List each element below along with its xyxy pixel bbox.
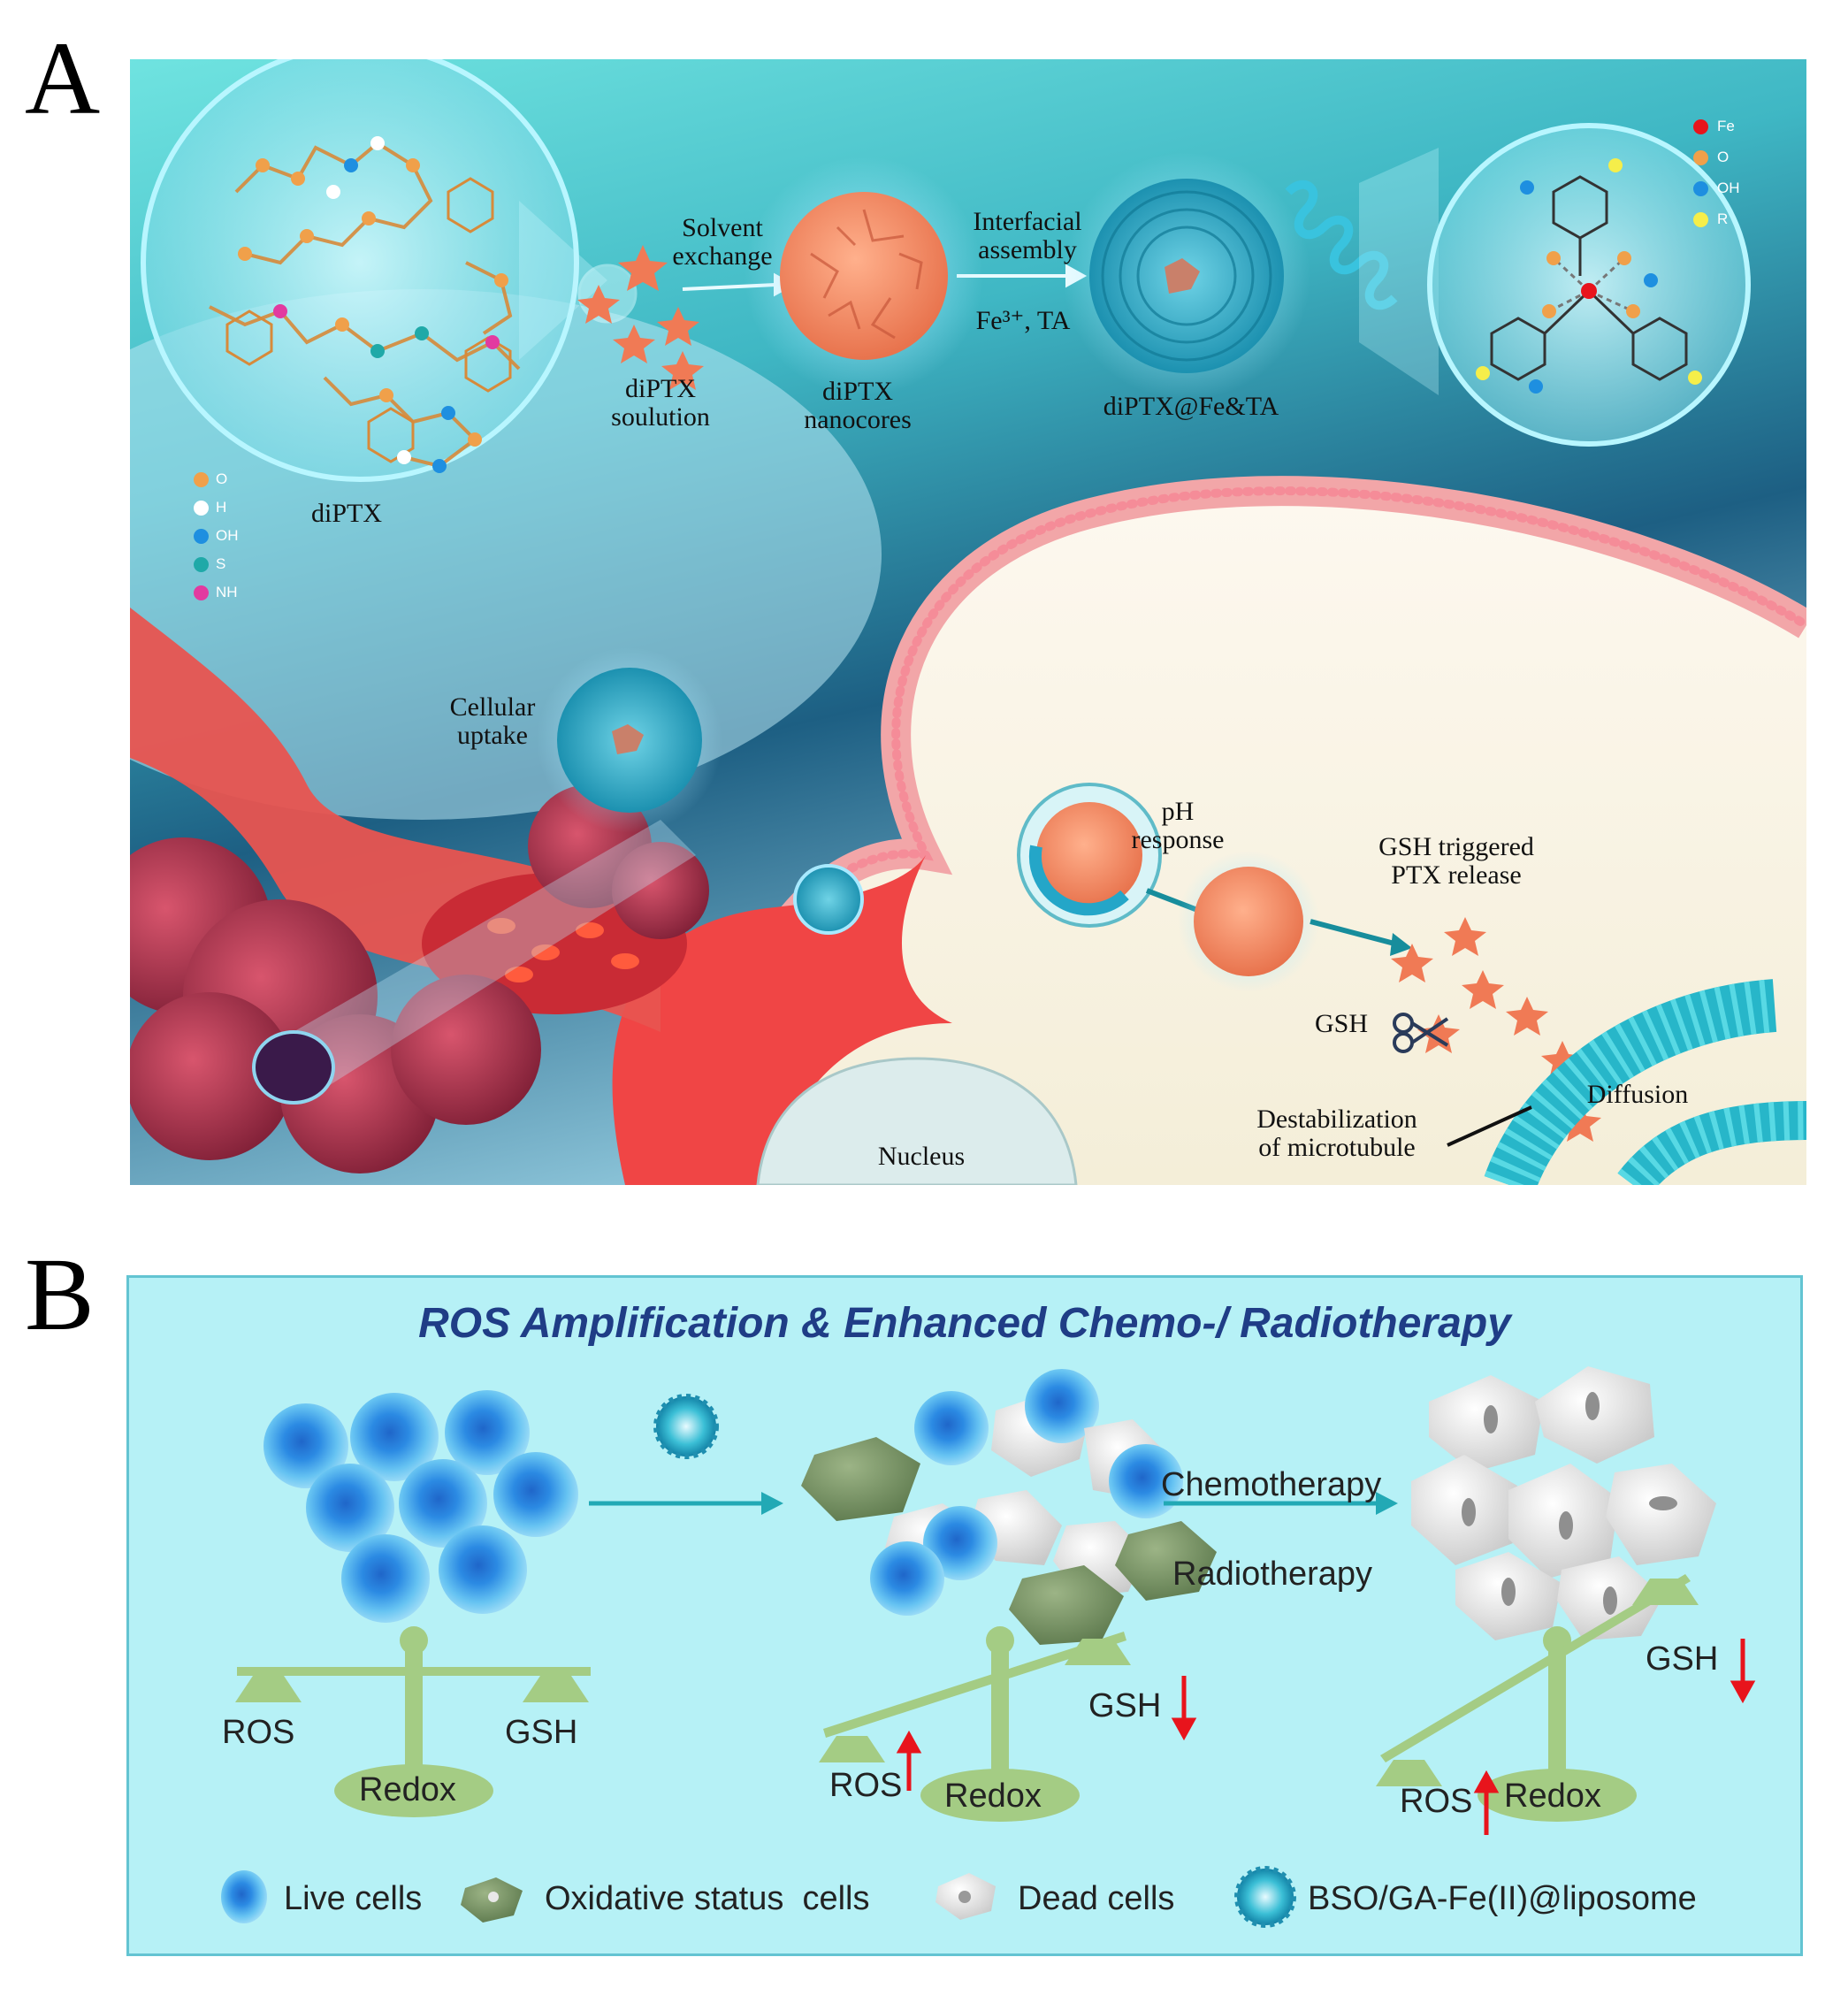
legend-nh-dot <box>194 585 209 600</box>
live-cell-cluster <box>263 1390 578 1623</box>
label-solvent-exchange: Solvent exchange <box>672 213 773 271</box>
legend-oh-right-label: OH <box>1717 180 1740 196</box>
label-gsh: GSH <box>1314 1009 1368 1038</box>
legend-o-label: O <box>216 470 228 487</box>
balance-3-ros: ROS <box>1400 1783 1473 1820</box>
legend-s-dot <box>194 557 209 572</box>
label-nucleus: Nucleus <box>877 1142 966 1171</box>
panel-a-illustration: Solvent exchange Interfacial assembly Fe… <box>130 59 1806 1185</box>
legend-oxidative-cells: Oxidative status cells <box>545 1880 870 1917</box>
label-ph-response: pH response <box>1131 797 1225 854</box>
legend-nh-label: NH <box>216 584 238 600</box>
balance-tilt-2 <box>1376 1574 1699 1822</box>
balance-1-gsh: GSH <box>505 1714 578 1751</box>
label-destabilization-microtubule: Destabilization of microtubule <box>1256 1105 1417 1162</box>
label-diptx: diPTX <box>310 499 382 528</box>
legend-fe-dot <box>1693 119 1708 134</box>
balance-2-gsh: GSH <box>1088 1687 1162 1724</box>
balance-1-redox: Redox <box>359 1771 456 1808</box>
panel-b-drawing <box>221 1366 1756 1928</box>
balance-2-redox: Redox <box>944 1777 1042 1815</box>
legend-oh-right-dot <box>1693 181 1708 196</box>
mixed-cell-cluster <box>801 1369 1217 1645</box>
balance-2-ros: ROS <box>829 1767 903 1804</box>
legend-live-cells: Live cells <box>284 1880 423 1917</box>
panel-b-title: ROS Amplification & Enhanced Chemo-/ Rad… <box>418 1300 1511 1347</box>
legend-o-right-dot <box>1693 150 1708 165</box>
label-gsh-triggered-release: GSH triggered PTX release <box>1378 832 1534 890</box>
label-cellular-uptake: Cellular uptake <box>449 692 536 750</box>
legend-s-label: S <box>216 555 226 572</box>
legend-o-dot <box>194 472 209 487</box>
legend-liposome: BSO/GA-Fe(II)@liposome <box>1308 1880 1697 1917</box>
panel-b-box: ROS Amplification & Enhanced Chemo-/ Rad… <box>126 1275 1803 1956</box>
label-diptx-fe-ta: diPTX@Fe&TA <box>1103 392 1279 421</box>
balance-level <box>235 1626 591 1817</box>
label-interfacial-assembly: Interfacial assembly <box>973 207 1082 264</box>
legend-r-dot <box>1693 212 1708 227</box>
legend-oh-label: OH <box>216 527 239 544</box>
legend-fe-label: Fe <box>1717 118 1735 134</box>
legend-o-right-label: O <box>1717 149 1730 165</box>
label-radiotherapy: Radiotherapy <box>1172 1556 1373 1593</box>
label-diptx-nanocores: diPTX nanocores <box>804 377 912 434</box>
label-chemotherapy: Chemotherapy <box>1161 1466 1382 1503</box>
panel-b-letter: B <box>25 1236 95 1352</box>
balance-3-redox: Redox <box>1504 1777 1601 1815</box>
balance-1-ros: ROS <box>222 1714 295 1751</box>
label-fe-ta: Fe³⁺, TA <box>975 306 1071 335</box>
legend-r-label: R <box>1717 210 1729 227</box>
legend-h-dot <box>194 501 209 516</box>
label-diffusion: Diffusion <box>1586 1080 1689 1109</box>
panel-a-drawing <box>130 59 1806 1185</box>
label-diptx-solution: diPTX soulution <box>611 374 710 432</box>
balance-tilt-1 <box>819 1626 1131 1822</box>
balance-3-gsh: GSH <box>1646 1640 1719 1678</box>
legend-oh-dot <box>194 529 209 544</box>
dead-cell-cluster <box>1411 1366 1716 1640</box>
legend-dead-cells: Dead cells <box>1018 1880 1175 1917</box>
panel-a-letter: A <box>25 20 101 136</box>
legend-h-label: H <box>216 499 227 516</box>
